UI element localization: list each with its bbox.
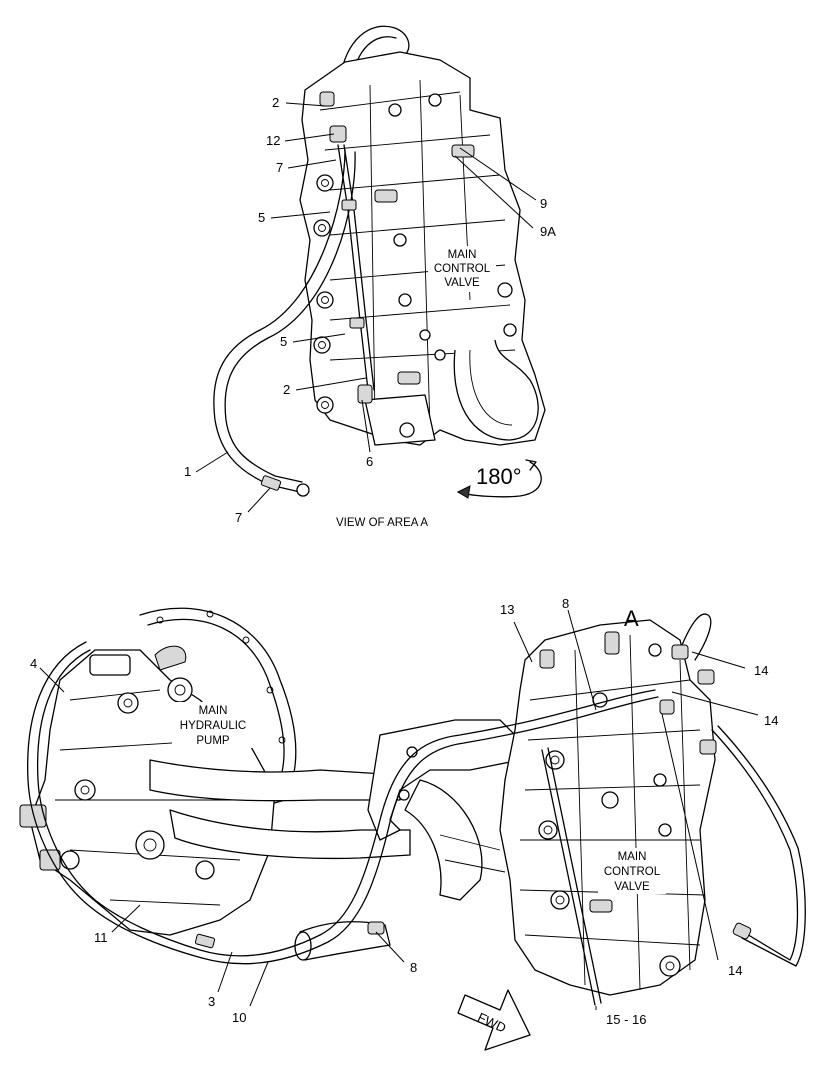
area-marker: A xyxy=(624,606,639,631)
svg-text:MAIN: MAIN xyxy=(199,705,228,717)
callout-6: 6 xyxy=(366,454,373,469)
svg-text:HYDRAULIC: HYDRAULIC xyxy=(180,720,246,732)
callout-5b: 5 xyxy=(280,334,287,349)
pump-label: MAIN HYDRAULIC PUMP xyxy=(172,702,254,748)
callout-15-16: 15 - 16 xyxy=(606,1012,646,1027)
long-hose xyxy=(27,641,659,965)
callout-4: 4 xyxy=(30,656,37,671)
callout-10: 10 xyxy=(232,1010,246,1025)
svg-text:VALVE: VALVE xyxy=(444,277,480,289)
callout-14-c: 14 xyxy=(728,963,742,978)
svg-text:CONTROL: CONTROL xyxy=(604,866,661,878)
top-callouts: 2 12 7 5 9 9A 5 2 6 1 7 xyxy=(184,95,556,525)
callout-9a: 9A xyxy=(540,224,556,239)
callout-5: 5 xyxy=(258,210,265,225)
svg-text:PUMP: PUMP xyxy=(196,735,230,747)
support-bracket xyxy=(367,719,521,901)
svg-text:VALVE: VALVE xyxy=(614,881,650,893)
hydraulic-pump xyxy=(19,649,411,936)
callout-8-top: 8 xyxy=(562,596,569,611)
rotation-label: 180° xyxy=(476,464,522,489)
pump-flange xyxy=(139,607,297,811)
callout-1: 1 xyxy=(184,464,191,479)
bottom-callouts: 4 13 8 14 14 11 3 10 8 15 - 16 14 xyxy=(30,596,778,1027)
callout-12: 12 xyxy=(266,133,280,148)
callout-3: 3 xyxy=(208,994,215,1009)
callout-13: 13 xyxy=(500,602,514,617)
top-valve-label: MAIN CONTROL VALVE xyxy=(428,246,496,292)
svg-text:MAIN: MAIN xyxy=(448,249,477,261)
valve-fittings-top xyxy=(659,613,715,715)
control-valve-top xyxy=(299,51,546,446)
callout-2b: 2 xyxy=(283,382,290,397)
view-caption: VIEW OF AREA A xyxy=(336,517,428,529)
callout-14-b: 14 xyxy=(764,713,778,728)
callout-9: 9 xyxy=(540,196,547,211)
bottom-view: FWD MAIN HYDRAULIC PUMP MAIN CONTROL VAL… xyxy=(19,596,806,1051)
callout-7b: 7 xyxy=(235,510,242,525)
callout-2: 2 xyxy=(272,95,279,110)
callout-14-a: 14 xyxy=(754,663,768,678)
bottom-valve-label: MAIN CONTROL VALVE xyxy=(598,848,666,894)
svg-text:MAIN: MAIN xyxy=(618,851,647,863)
callout-7: 7 xyxy=(276,160,283,175)
fwd-arrow: FWD xyxy=(457,989,531,1051)
svg-text:CONTROL: CONTROL xyxy=(434,263,491,275)
top-view: 180° MAIN CONTROL VALVE 2 12 7 5 9 9A 5 xyxy=(184,25,556,529)
callout-8-bottom: 8 xyxy=(410,960,417,975)
callout-11: 11 xyxy=(94,930,108,945)
